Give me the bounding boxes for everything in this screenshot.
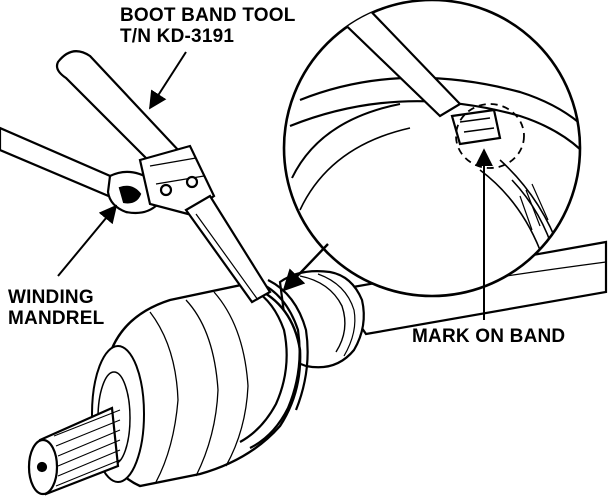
cv-boot (278, 270, 365, 369)
boot-band-tool-label-line2: T/N KD-3191 (120, 26, 235, 47)
cv-joint-housing (91, 282, 302, 488)
winding-mandrel-label: WINDING MANDREL (8, 287, 104, 329)
mark-highlight (455, 103, 525, 169)
boot-band-tool (55, 50, 272, 304)
splined-stub-shaft (27, 406, 121, 496)
winding-mandrel-label-line2: MANDREL (8, 308, 105, 329)
magnifier-pointer (282, 243, 329, 292)
winding-mandrel (0, 126, 160, 215)
detail-magnifier (282, 0, 582, 298)
mark-on-band-label: MARK ON BAND (412, 326, 565, 347)
mandrel-leader-arrow (57, 204, 118, 277)
boot-band-tool-label-line1: BOOT BAND TOOL (120, 5, 296, 26)
tool-leader-arrow (149, 51, 187, 110)
winding-mandrel-label-line1: WINDING (8, 287, 94, 308)
boot-band-tool-label: BOOT BAND TOOL T/N KD-3191 (120, 5, 296, 47)
mark-on-band-label-line1: MARK ON BAND (412, 326, 566, 347)
